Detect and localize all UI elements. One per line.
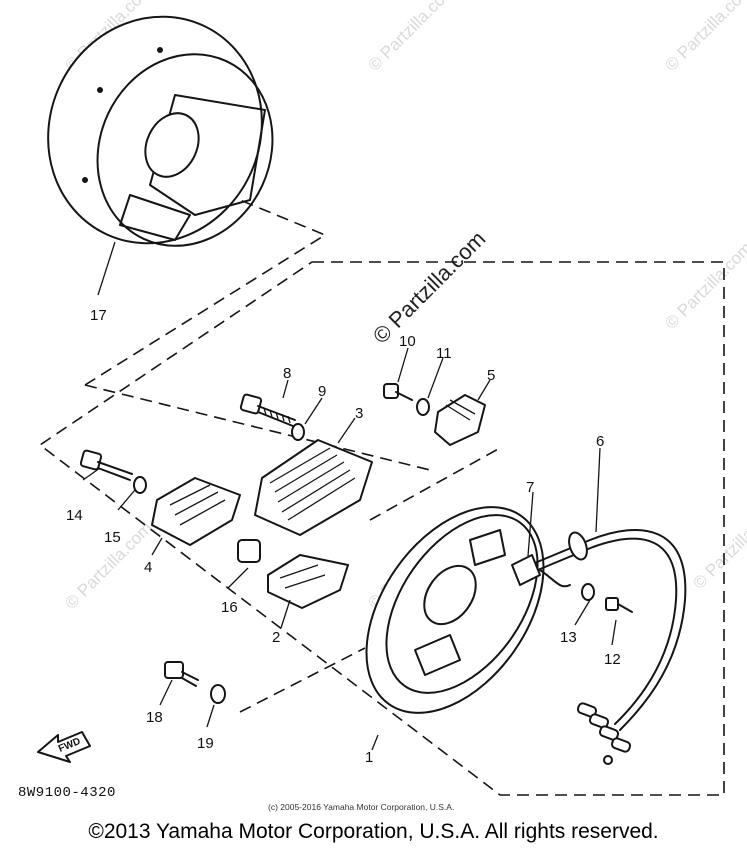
callout-5: 5 — [487, 367, 495, 384]
small-copyright: (c) 2005-2016 Yamaha Motor Corporation, … — [268, 802, 455, 812]
callout-17: 17 — [90, 307, 107, 324]
wire-harness-6 — [529, 529, 687, 765]
watermark-mr: © Partzilla.com — [661, 238, 747, 332]
washer-19 — [210, 684, 226, 704]
callout-3: 3 — [355, 405, 363, 422]
callout-13: 13 — [560, 629, 577, 646]
bolt-10 — [383, 383, 413, 401]
callout-numbers: 1 2 3 4 5 6 7 8 9 10 11 12 13 14 15 16 1… — [66, 307, 621, 766]
bolt-14 — [79, 449, 133, 481]
washer-11 — [416, 398, 430, 416]
callout-18: 18 — [146, 709, 163, 726]
washer-13 — [581, 583, 595, 601]
connector-bundle — [576, 702, 632, 765]
callout-7: 7 — [526, 479, 534, 496]
callout-6: 6 — [596, 433, 604, 450]
charge-coil-3 — [254, 439, 373, 536]
callout-12: 12 — [604, 651, 621, 668]
callout-16: 16 — [221, 599, 238, 616]
callout-10: 10 — [399, 333, 416, 350]
guide-coil — [84, 384, 431, 471]
callout-2: 2 — [272, 629, 280, 646]
callout-9: 9 — [318, 383, 326, 400]
callout-15: 15 — [104, 529, 121, 546]
guide-rotor — [84, 199, 327, 386]
watermark-tr: © Partzilla.com — [661, 0, 747, 75]
coil-2 — [267, 554, 349, 609]
callout-4: 4 — [144, 559, 152, 576]
assembly-outline — [38, 261, 725, 796]
footer-copyright: ©2013 Yamaha Motor Corporation, U.S.A. A… — [88, 820, 659, 843]
callout-1: 1 — [365, 749, 373, 766]
part-code: 8W9100-4320 — [18, 785, 116, 801]
guide-5 — [369, 447, 501, 521]
watermark-br: © Partzilla.com — [689, 498, 747, 592]
guide-19 — [239, 647, 366, 713]
coil-4 — [151, 477, 241, 546]
pickup-coil-5 — [434, 394, 486, 446]
leader-lines — [82, 347, 617, 751]
bolt-8 — [239, 393, 296, 427]
center-watermark: © Partzilla.com — [368, 226, 491, 349]
washer-9 — [291, 423, 305, 441]
watermark-tc: © Partzilla.com — [364, 0, 458, 75]
callout-8: 8 — [283, 365, 291, 382]
callout-11: 11 — [436, 345, 452, 362]
grommet-7 — [511, 554, 571, 588]
washer-15 — [133, 476, 147, 494]
fwd-arrow-icon: FWD — [37, 731, 91, 763]
callout-14: 14 — [66, 507, 83, 524]
callout-19: 19 — [197, 735, 214, 752]
spacer-16 — [237, 539, 261, 563]
flywheel-rotor — [47, 15, 274, 296]
bolt-18 — [164, 661, 199, 687]
stator-plate-1 — [365, 506, 545, 714]
screw-12 — [605, 597, 633, 613]
